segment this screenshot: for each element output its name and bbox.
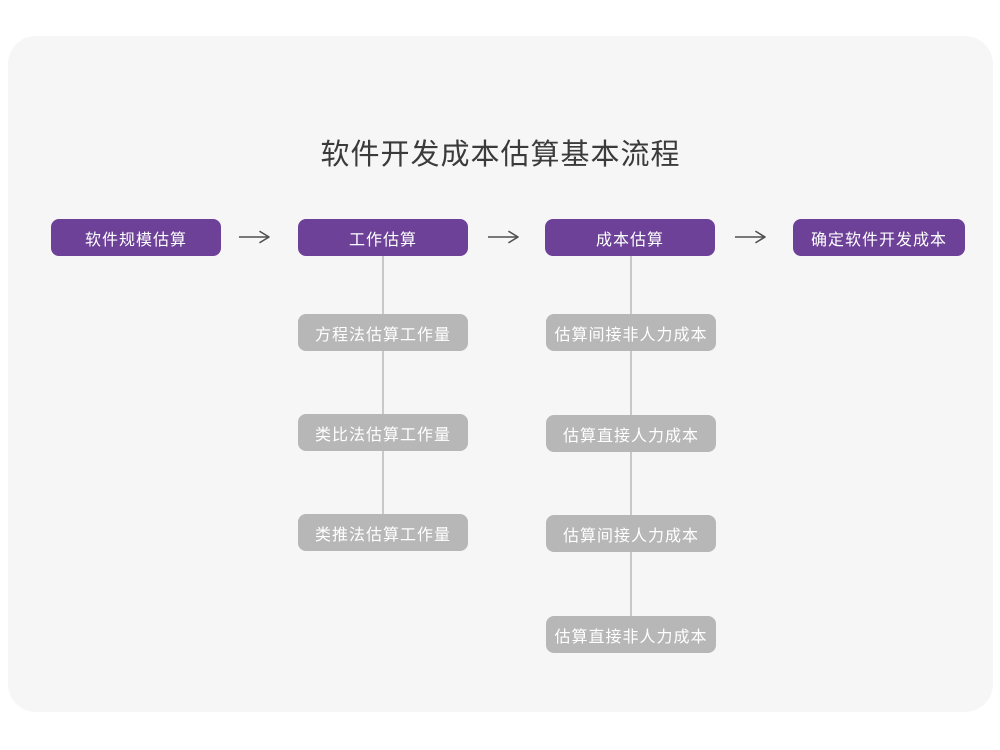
arrow-right-icon <box>735 230 766 244</box>
sub-node-analogy-method: 类比法估算工作量 <box>298 414 468 451</box>
arrow-right-icon <box>239 230 270 244</box>
diagram-card: 软件开发成本估算基本流程 软件规模估算 工作估算 成本估算 确定软件开发成本 方… <box>8 36 993 712</box>
connector-line-work <box>382 256 384 514</box>
sub-node-equation-method: 方程法估算工作量 <box>298 314 468 351</box>
flow-step-determine-development-cost: 确定软件开发成本 <box>793 219 965 256</box>
sub-node-direct-nonlabor-cost: 估算直接非人力成本 <box>546 616 716 653</box>
diagram-title: 软件开发成本估算基本流程 <box>320 139 681 171</box>
arrow-right-icon <box>488 230 519 244</box>
flow-step-cost-estimation: 成本估算 <box>545 219 715 256</box>
sub-node-extrapolation-method: 类推法估算工作量 <box>298 514 468 551</box>
sub-node-direct-labor-cost: 估算直接人力成本 <box>546 415 716 452</box>
flow-step-software-scale-estimation: 软件规模估算 <box>51 219 221 256</box>
flow-step-work-estimation: 工作估算 <box>298 219 468 256</box>
sub-node-indirect-labor-cost: 估算间接人力成本 <box>546 515 716 552</box>
sub-node-indirect-nonlabor-cost: 估算间接非人力成本 <box>546 314 716 351</box>
